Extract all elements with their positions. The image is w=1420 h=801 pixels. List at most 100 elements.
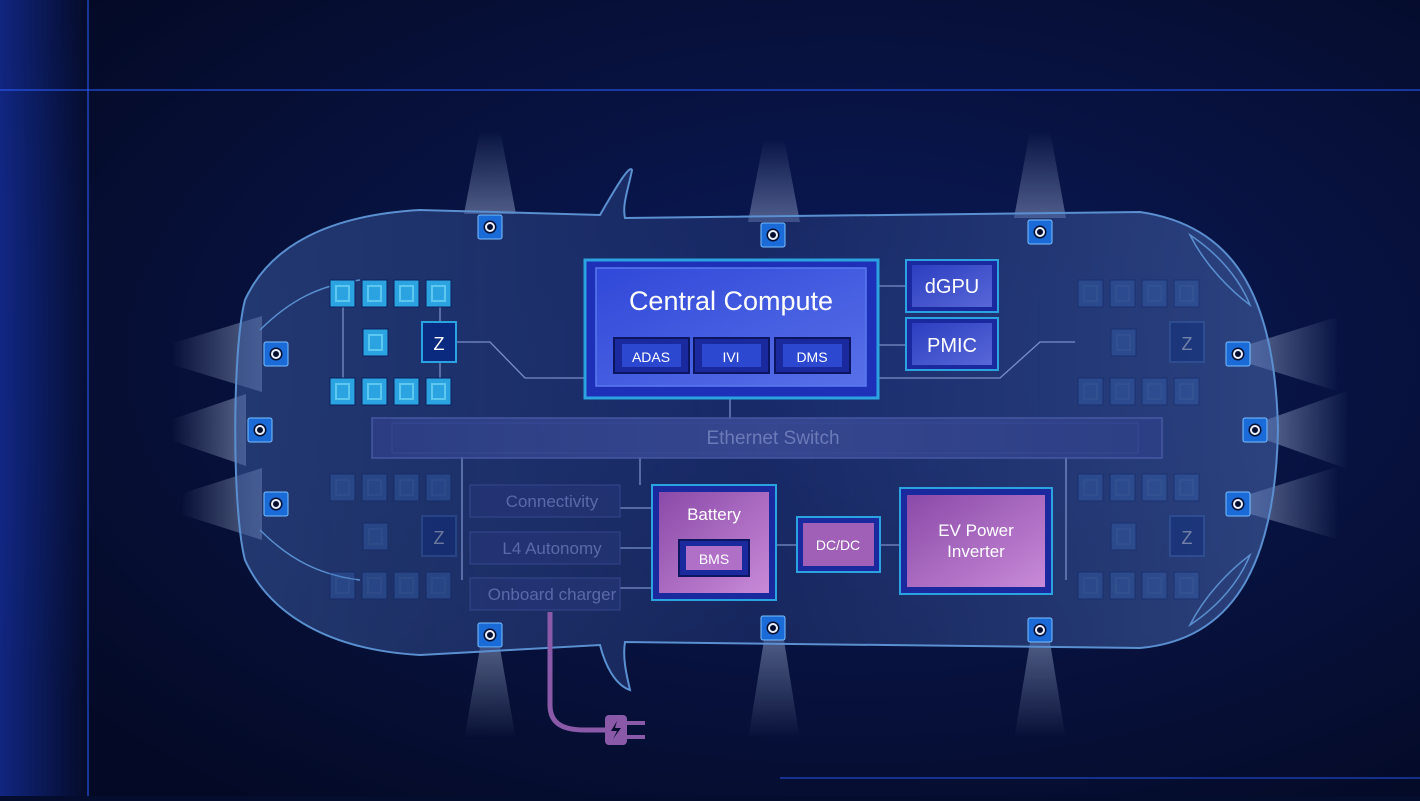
zone-z-label: Z	[1182, 334, 1193, 354]
chip-icon	[1141, 279, 1168, 308]
chip-icon	[329, 473, 356, 502]
chip-icon	[1077, 571, 1104, 600]
headlight-top	[1188, 232, 1252, 308]
charging-cable	[547, 612, 605, 733]
camera-sensor-icon	[1027, 617, 1053, 643]
zone-cluster-rear-left: Z	[329, 279, 457, 406]
chip-icon	[393, 279, 420, 308]
zone-cluster-front-left: Z	[329, 473, 457, 600]
chip-icon	[425, 279, 452, 308]
chip-icon	[329, 279, 356, 308]
left-edge-glow	[0, 0, 90, 796]
service-l4-autonomy: L4 Autonomy	[469, 531, 621, 565]
chip-icon	[1110, 328, 1137, 357]
camera-sensor-icon	[477, 622, 503, 648]
zone-cluster-front-right: Z	[1077, 473, 1205, 600]
battery-label: Battery	[687, 505, 741, 524]
chip-icon	[361, 377, 388, 406]
chip-icon	[393, 571, 420, 600]
chip-icon	[425, 377, 452, 406]
chip-icon	[393, 377, 420, 406]
zone-z-chip: Z	[421, 321, 457, 363]
camera-sensor-icon	[760, 222, 786, 248]
chip-icon	[1173, 377, 1200, 406]
chip-icon	[362, 328, 389, 357]
zone-controllers: Z Z Z Z	[329, 279, 1205, 600]
battery-module: Battery BMS	[651, 484, 777, 601]
chip-icon	[1109, 473, 1136, 502]
central-module-adas: ADAS	[613, 337, 690, 374]
zone-z-chip: Z	[421, 515, 457, 557]
chip-icon	[361, 473, 388, 502]
camera-sensor-icon	[263, 341, 289, 367]
chip-icon	[329, 377, 356, 406]
ethernet-switch-bar	[371, 417, 1163, 459]
zone-cluster-rear-right: Z	[1077, 279, 1205, 406]
adas-label: ADAS	[632, 349, 670, 365]
ivi-label: IVI	[722, 349, 739, 365]
zone-z-chip: Z	[1169, 515, 1205, 557]
chip-icon	[1109, 377, 1136, 406]
central-module-ivi: IVI	[693, 337, 770, 374]
inverter-label-line1: EV Power	[938, 521, 1014, 540]
zone-z-label: Z	[434, 334, 445, 354]
central-module-dms: DMS	[774, 337, 851, 374]
camera-sensor-icon	[1225, 491, 1251, 517]
zone-z-label: Z	[1182, 528, 1193, 548]
dgpu-module: dGPU	[905, 259, 999, 313]
chip-icon	[361, 279, 388, 308]
chip-icon	[425, 473, 452, 502]
pmic-module: PMIC	[905, 317, 999, 371]
chip-icon	[1173, 279, 1200, 308]
chip-icon	[1173, 473, 1200, 502]
camera-sensor-icon	[247, 417, 273, 443]
dcdc-module: DC/DC	[796, 516, 881, 573]
plug-icon	[605, 715, 645, 745]
chip-icon	[1109, 279, 1136, 308]
camera-sensor-icon	[1225, 341, 1251, 367]
chip-icon	[1077, 377, 1104, 406]
chip-icon	[1141, 571, 1168, 600]
wiring	[342, 285, 1075, 589]
pmic-label: PMIC	[927, 335, 977, 357]
onboard-charger-label: Onboard charger	[488, 585, 617, 604]
camera-sensor-icon	[263, 491, 289, 517]
central-compute-module: Central Compute ADAS IVI DMS	[583, 258, 880, 400]
chip-icon	[1173, 571, 1200, 600]
chip-icon	[329, 571, 356, 600]
chip-icon	[1141, 377, 1168, 406]
zone-z-label: Z	[434, 528, 445, 548]
dgpu-label: dGPU	[925, 276, 979, 298]
headlight-bottom	[1188, 552, 1252, 628]
service-onboard-charger: Onboard charger	[469, 577, 621, 611]
chip-icon	[1077, 473, 1104, 502]
chip-icon	[393, 473, 420, 502]
bms-label: BMS	[699, 551, 729, 567]
chip-icon	[1110, 522, 1137, 551]
service-connectivity: Connectivity	[469, 484, 621, 518]
camera-sensor-icon	[1242, 417, 1268, 443]
ethernet-switch-label: Ethernet Switch	[706, 428, 839, 449]
chip-icon	[361, 571, 388, 600]
taillight-bottom	[259, 529, 361, 581]
central-compute-title: Central Compute	[629, 286, 833, 316]
ethernet-switch-inner	[391, 422, 1139, 454]
zone-z-chip: Z	[1169, 321, 1205, 363]
connectivity-label: Connectivity	[506, 492, 599, 511]
dms-label: DMS	[796, 349, 827, 365]
chip-icon	[1141, 473, 1168, 502]
camera-sensor-icon	[1027, 219, 1053, 245]
camera-sensor-icon	[477, 214, 503, 240]
chip-icon	[1077, 279, 1104, 308]
camera-sensor-icon	[760, 615, 786, 641]
sensors	[247, 214, 1268, 648]
chip-icon	[425, 571, 452, 600]
chip-icon	[1109, 571, 1136, 600]
chip-icon	[362, 522, 389, 551]
l4-autonomy-label: L4 Autonomy	[502, 539, 602, 558]
ev-power-inverter-module: EV Power Inverter	[899, 487, 1053, 595]
dcdc-label: DC/DC	[816, 537, 860, 553]
inverter-label-line2: Inverter	[947, 542, 1005, 561]
